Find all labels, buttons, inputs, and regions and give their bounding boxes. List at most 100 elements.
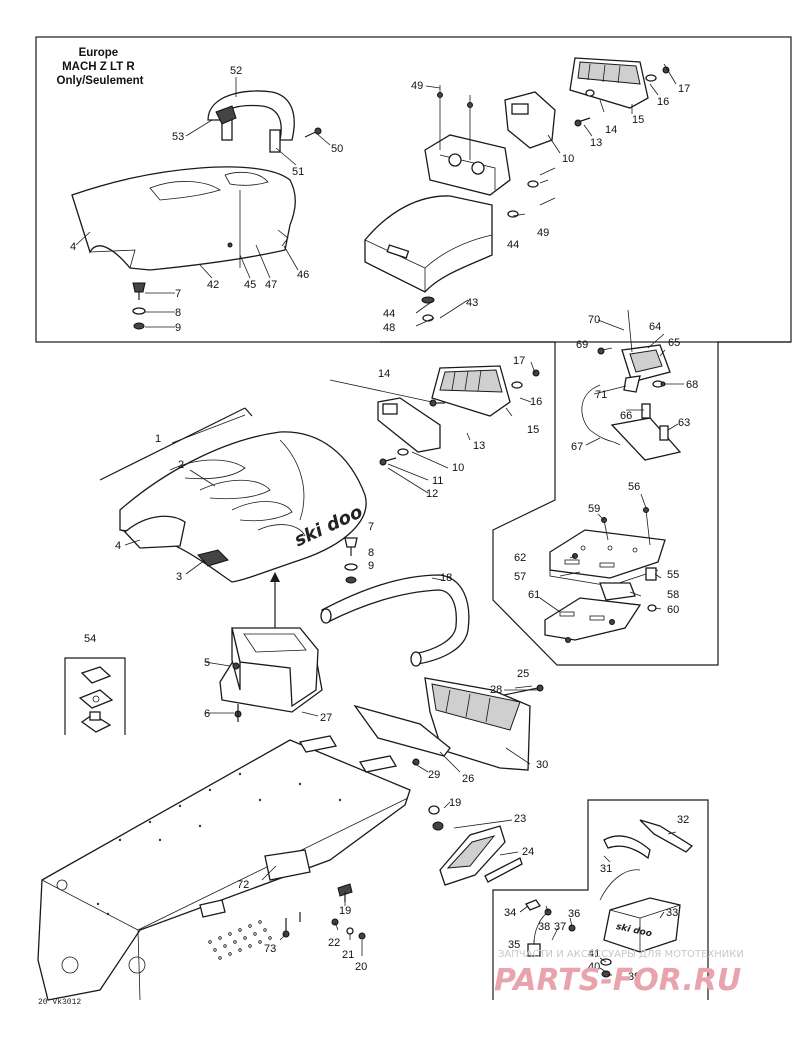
assembly-arrowhead [270, 572, 280, 582]
callout-29: 29 [428, 769, 440, 781]
callout-8-europe: 8 [175, 307, 181, 319]
callout-numbers: 52 53 50 51 4 42 45 47 46 7 8 9 49 49 44… [70, 65, 698, 983]
callout-19-left: 19 [339, 905, 351, 917]
callout-12: 12 [426, 488, 438, 500]
tool-kit-frame [492, 799, 709, 1000]
europe-seat [71, 166, 296, 271]
callout-35: 35 [508, 939, 520, 951]
taillight-main [377, 365, 540, 466]
callout-44-bottom: 44 [383, 308, 395, 320]
seat-fasteners-europe [132, 282, 146, 330]
bolt-50 [304, 127, 322, 138]
figure-code: 20 Vk3012 [38, 998, 81, 1007]
callout-73: 73 [264, 943, 276, 955]
callout-44-side: 44 [507, 239, 519, 251]
leader-lines [75, 63, 684, 976]
callout-33: 33 [666, 907, 678, 919]
callout-49-top: 49 [411, 80, 423, 92]
callout-15-main: 15 [527, 424, 539, 436]
callout-16-main: 16 [530, 396, 542, 408]
callout-60: 60 [667, 604, 679, 616]
taillight-section-frame [380, 341, 791, 666]
callout-51: 51 [292, 166, 304, 178]
callout-28: 28 [490, 684, 502, 696]
callout-30: 30 [536, 759, 548, 771]
seat-fasteners-main [344, 537, 358, 584]
callout-8-main: 8 [368, 547, 374, 559]
callout-32: 32 [677, 814, 689, 826]
callout-10-europe: 10 [562, 153, 574, 165]
callout-61: 61 [528, 589, 540, 601]
callout-56: 56 [628, 481, 640, 493]
callout-7-europe: 7 [175, 288, 181, 300]
callout-57: 57 [514, 571, 526, 583]
taillight-europe [569, 57, 670, 127]
callout-6: 6 [204, 708, 210, 720]
callout-66: 66 [620, 410, 632, 422]
callout-14-main: 14 [378, 368, 390, 380]
callout-72: 72 [237, 879, 249, 891]
callout-65: 65 [668, 337, 680, 349]
battery-box [219, 627, 323, 722]
callout-22: 22 [328, 937, 340, 949]
callout-15-europe: 15 [632, 114, 644, 126]
callout-54: 54 [84, 633, 96, 645]
callout-19-right: 19 [449, 797, 461, 809]
callout-41: 41 [588, 948, 600, 960]
callout-70: 70 [588, 314, 600, 326]
watermark-logo: PARTS-FOR.RU [494, 963, 741, 998]
callout-37: 37 [554, 921, 566, 933]
callout-40: 40 [588, 961, 600, 973]
callout-43: 43 [466, 297, 478, 309]
callout-1: 1 [155, 433, 161, 445]
callout-27: 27 [320, 712, 332, 724]
callout-42: 42 [207, 279, 219, 291]
callout-20: 20 [355, 961, 367, 973]
passenger-handle [207, 90, 295, 153]
watermark-tagline: ЗАПЧАСТИ И АКСЕССУАРЫ ДЛЯ МОТОТЕХНИКИ [498, 949, 744, 960]
callout-25: 25 [517, 668, 529, 680]
rear-rack-europe [364, 85, 556, 322]
callout-17-main: 17 [513, 355, 525, 367]
callout-7-main: 7 [368, 521, 374, 533]
license-plate-bracket [544, 507, 666, 643]
gaskets [78, 666, 114, 733]
callout-23: 23 [514, 813, 526, 825]
callout-13-europe: 13 [590, 137, 602, 149]
callout-47: 47 [265, 279, 277, 291]
callout-53: 53 [172, 131, 184, 143]
callout-14-europe: 14 [605, 124, 617, 136]
callout-45: 45 [244, 279, 256, 291]
callout-17-europe: 17 [678, 83, 690, 95]
callout-48: 48 [383, 322, 395, 334]
callout-34: 34 [504, 907, 516, 919]
callout-18: 18 [440, 572, 452, 584]
callout-49-side: 49 [537, 227, 549, 239]
callout-9-europe: 9 [175, 322, 181, 334]
rear-grab-handle [320, 574, 470, 667]
callout-50: 50 [331, 143, 343, 155]
callout-69: 69 [576, 339, 588, 351]
callout-9-main: 9 [368, 560, 374, 572]
seat-assembly: ski doo [99, 407, 367, 583]
footrest [428, 805, 523, 886]
callout-63: 63 [678, 417, 690, 429]
license-light-assembly [581, 309, 682, 461]
callout-3: 3 [176, 571, 182, 583]
callout-68: 68 [686, 379, 698, 391]
callout-26: 26 [462, 773, 474, 785]
callout-10-main: 10 [452, 462, 464, 474]
callout-21: 21 [342, 949, 354, 961]
callout-46: 46 [297, 269, 309, 281]
callout-62: 62 [514, 552, 526, 564]
callout-58: 58 [667, 589, 679, 601]
rear-flap [424, 677, 544, 771]
callout-36: 36 [568, 908, 580, 920]
callout-24: 24 [522, 846, 534, 858]
callout-2: 2 [178, 459, 184, 471]
callout-67: 67 [571, 441, 583, 453]
gaskets-frame [64, 657, 126, 735]
tunnel [37, 735, 411, 1001]
callout-13-main: 13 [473, 440, 485, 452]
